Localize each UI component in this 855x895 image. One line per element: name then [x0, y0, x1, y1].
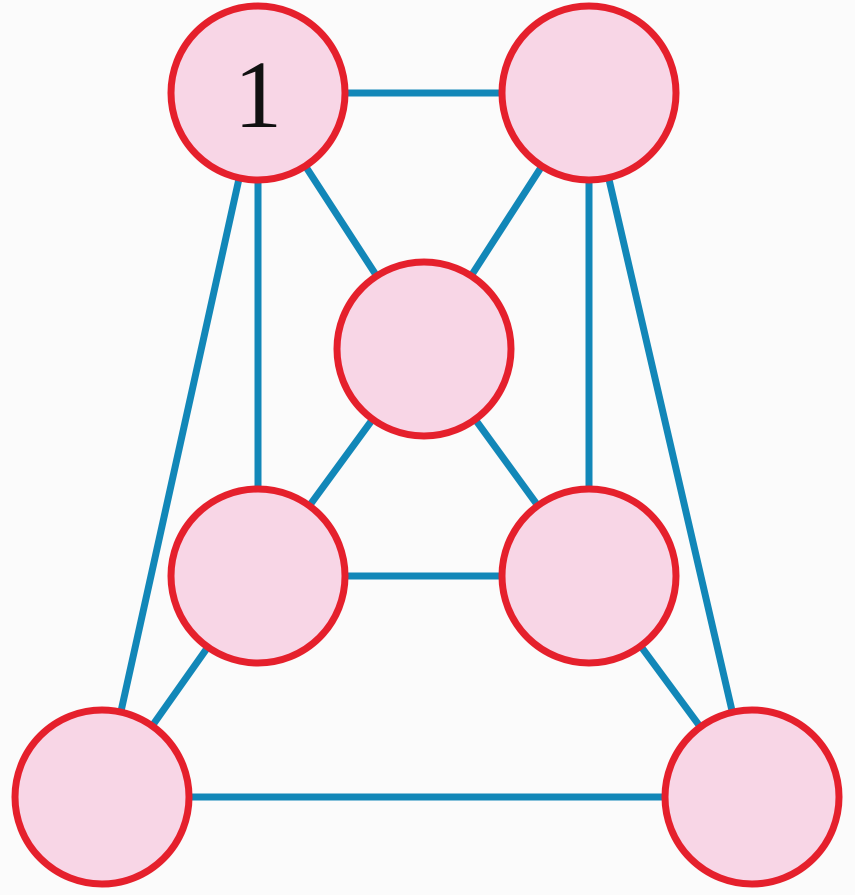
node-top-left: 1: [167, 2, 349, 184]
nodes-layer: 1: [11, 2, 843, 888]
node-bottom-left: [11, 706, 193, 888]
node-circle-mid-left: [167, 485, 349, 667]
node-label-top-left: 1: [234, 41, 282, 148]
edge-top-right-bottom-right: [585, 92, 756, 798]
edge-top-left-bottom-left: [98, 92, 262, 798]
node-circle-bottom-right: [661, 706, 843, 888]
node-circle-mid-right: [498, 485, 680, 667]
node-circle-center: [333, 258, 515, 440]
node-center: [333, 258, 515, 440]
node-top-right: [498, 2, 680, 184]
node-circle-top-right: [498, 2, 680, 184]
node-circle-bottom-left: [11, 706, 193, 888]
node-circle-top-left: [167, 2, 349, 184]
node-mid-left: [167, 485, 349, 667]
node-mid-right: [498, 485, 680, 667]
node-bottom-right: [661, 706, 843, 888]
edges-layer: [98, 89, 756, 801]
